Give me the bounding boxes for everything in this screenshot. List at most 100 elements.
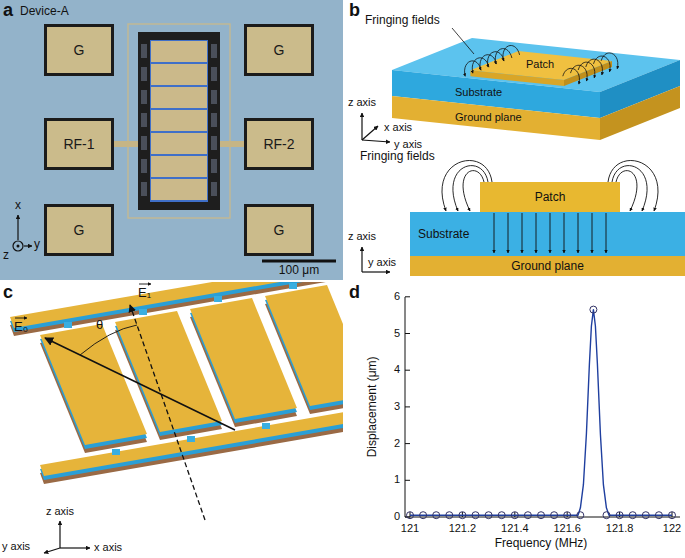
scale-bar <box>262 260 336 263</box>
part-label: Ground plane <box>455 111 522 124</box>
device-label: Device-A <box>20 5 69 19</box>
data-points <box>511 512 518 519</box>
micrograph <box>211 159 217 173</box>
node-text: G <box>274 42 285 58</box>
antenna-3d-sketch <box>392 38 680 140</box>
ground-plane-layer: Ground plane <box>410 256 685 276</box>
axis-triad <box>24 245 32 246</box>
device-3d-render <box>187 436 195 442</box>
data-points <box>420 512 427 519</box>
tick-label: 121 <box>401 522 419 535</box>
contact-pad: RF-1 <box>44 118 114 170</box>
micrograph <box>138 32 220 210</box>
fringing-field-lines <box>601 53 618 69</box>
fringing-field-lines <box>442 160 658 253</box>
fit-curve <box>410 310 672 516</box>
axis-label: y axis <box>368 256 396 269</box>
fringing-field-lines <box>592 213 593 253</box>
device-3d-render <box>289 283 297 289</box>
data-points <box>472 512 479 519</box>
scale-bar <box>262 261 336 262</box>
micrograph <box>211 67 217 81</box>
tick-label: 4 <box>394 363 400 376</box>
data-points <box>642 512 649 519</box>
axis-triad <box>60 547 90 548</box>
contact-pad: G <box>44 24 114 76</box>
fringing-field-lines <box>612 166 647 211</box>
axis-label: z <box>3 249 9 263</box>
part-label: Substrate <box>455 86 502 99</box>
vector-label: E₁ <box>138 286 151 301</box>
fringing-field-lines <box>608 160 658 211</box>
micrograph <box>141 67 147 81</box>
device-3d-render <box>214 296 222 302</box>
antenna-3d-sketch <box>600 86 680 140</box>
micrograph <box>211 182 217 196</box>
node-text: Substrate <box>418 227 469 241</box>
panel-letter: a <box>3 0 13 21</box>
contact-pad: G <box>244 204 314 256</box>
plot-axes <box>405 406 410 407</box>
node-text: G <box>74 42 85 58</box>
panel-letter: d <box>349 282 360 303</box>
micrograph <box>151 41 207 62</box>
data-points <box>564 512 571 519</box>
part-label: Patch <box>526 58 554 71</box>
data-points <box>616 512 623 519</box>
field-vectors <box>15 284 235 520</box>
data-points <box>655 512 662 519</box>
node-text: G <box>74 222 85 238</box>
tick-label: 122 <box>663 522 681 535</box>
fringing-field-lines <box>578 213 579 253</box>
micrograph <box>151 64 207 85</box>
data-points <box>485 512 492 519</box>
field-vectors <box>139 284 151 285</box>
axis-label: z axis <box>348 230 376 243</box>
axis-triad <box>13 241 23 251</box>
device-3d-render <box>112 449 120 455</box>
device-3d-render <box>10 282 343 484</box>
data-points <box>498 512 505 519</box>
micrograph <box>0 0 343 280</box>
tick-label: 121.2 <box>449 522 477 535</box>
data-points <box>590 306 597 313</box>
fringing-field-lines <box>463 171 484 211</box>
axis-pair <box>361 247 362 272</box>
micrograph <box>151 156 207 177</box>
data-points <box>551 512 558 519</box>
micrograph <box>151 179 207 200</box>
axis-triad <box>44 521 90 553</box>
panel-letter: b <box>349 0 360 21</box>
node-text: RF-1 <box>63 136 94 152</box>
fringing-field-lines <box>452 28 618 84</box>
contact-pad: G <box>44 204 114 256</box>
field-vectors <box>15 318 27 319</box>
axis-triad <box>17 245 20 248</box>
tick-label: 121.8 <box>606 522 634 535</box>
data-points <box>433 512 440 519</box>
panel-letter: c <box>3 282 13 303</box>
axis-triad <box>362 126 378 140</box>
axis-triad <box>361 113 362 140</box>
axis-title: Frequency (MHz) <box>495 537 588 551</box>
micrograph <box>150 40 208 202</box>
fit-curve <box>410 310 672 516</box>
fringing-field-lines <box>508 213 509 253</box>
axis-label: x <box>15 199 21 213</box>
part-label: Fringing fields <box>365 14 440 28</box>
fringing-field-lines <box>442 160 492 211</box>
fringing-field-lines <box>522 213 523 253</box>
micrograph <box>141 182 147 196</box>
axis-triad <box>362 140 390 142</box>
antenna-cross-section <box>410 256 685 276</box>
micrograph <box>211 90 217 104</box>
micrograph <box>141 136 147 150</box>
axis-pair <box>362 271 390 272</box>
data-points <box>459 512 466 519</box>
axis-label: x axis <box>94 541 122 554</box>
axis-triad <box>17 215 18 240</box>
micrograph <box>141 90 147 104</box>
micrograph <box>211 44 217 58</box>
antenna-3d-sketch <box>564 61 612 86</box>
